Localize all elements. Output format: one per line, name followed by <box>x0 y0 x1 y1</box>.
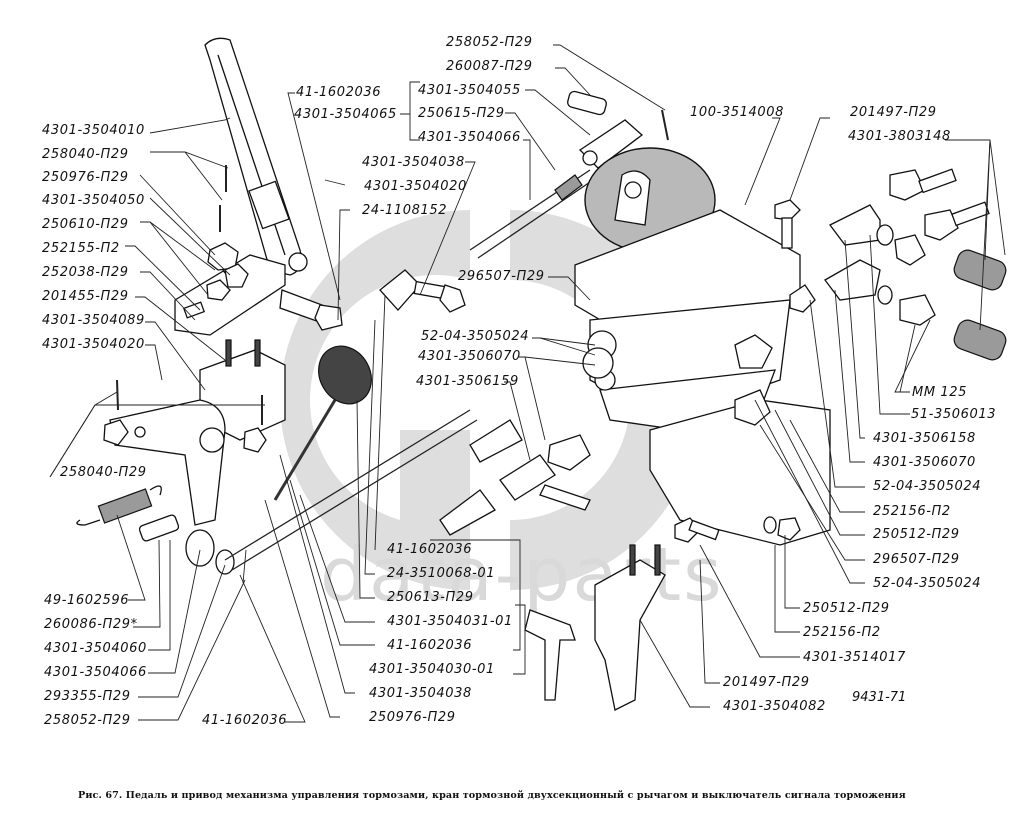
part-label: 250613-П29 <box>387 590 474 605</box>
part-label: 250976-П29 <box>369 710 456 725</box>
upper-clevis <box>567 90 644 169</box>
part-label: 293355-П29 <box>44 689 131 704</box>
part-label: 4301-3506070 <box>873 455 976 470</box>
part-label: 250610-П29 <box>42 217 129 232</box>
part-label: 4301-3504030-01 <box>369 662 495 677</box>
part-label: 4301-3803148 <box>848 129 951 144</box>
part-label: 4301-3504066 <box>418 130 521 145</box>
pedal-bracket <box>174 254 286 336</box>
part-label: 4301-3504089 <box>42 313 145 328</box>
part-label: 258040-П29 <box>42 147 129 162</box>
figure-caption: Рис. 67. Педаль и привод механизма управ… <box>78 790 906 801</box>
part-label: 52-04-3505024 <box>421 329 530 344</box>
part-label: 252155-П2 <box>42 241 120 256</box>
part-label: 41-1602036 <box>296 85 382 100</box>
part-label: 4301-3504031-01 <box>387 614 513 629</box>
part-label: 4301-3504020 <box>364 179 467 194</box>
part-label: 252156-П2 <box>803 625 881 640</box>
switch-bracket <box>524 516 801 711</box>
mount-bolt <box>774 199 801 249</box>
part-label: 201497-П29 <box>723 675 810 690</box>
part-label: 201455-П29 <box>42 289 129 304</box>
part-label: 52-04-3505024 <box>873 479 982 494</box>
part-label: 201497-П29 <box>850 105 937 120</box>
part-label: 4301-3506070 <box>418 349 521 364</box>
part-label: 4301-3504060 <box>44 641 147 656</box>
part-label: 258052-П29 <box>446 35 533 50</box>
part-label: 250512-П29 <box>803 601 890 616</box>
ball-joint <box>379 269 466 313</box>
dust-boot <box>318 345 372 405</box>
part-label: 4301-3506159 <box>416 374 519 389</box>
part-label: 296507-П29 <box>458 269 545 284</box>
part-label: 4301-3504038 <box>362 155 465 170</box>
part-label: 250976-П29 <box>42 170 129 185</box>
part-label: 52-04-3505024 <box>873 576 982 591</box>
leader-lines <box>49 44 1006 723</box>
part-label: 4301-3514017 <box>803 650 906 665</box>
part-label: 296507-П29 <box>873 552 960 567</box>
part-label: 260087-П29 <box>446 59 533 74</box>
part-label: 41-1602036 <box>387 542 473 557</box>
part-label: 250512-П29 <box>873 527 960 542</box>
part-label: 4301-3504020 <box>42 337 145 352</box>
fittings-right <box>734 168 1007 426</box>
push-rods <box>224 169 597 571</box>
part-label: 24-3510068-01 <box>387 566 496 581</box>
drawing-code: 9431-71 <box>852 690 907 705</box>
bolt <box>279 289 343 331</box>
part-label: 4301-3504050 <box>42 193 145 208</box>
part-label: 260086-П29* <box>44 617 138 632</box>
nuts <box>206 242 249 301</box>
part-label: 41-1602036 <box>387 638 473 653</box>
part-label: 24-1108152 <box>362 203 448 218</box>
clevis-pin <box>138 514 247 584</box>
part-label: 4301-3504065 <box>294 107 397 122</box>
part-label: 49-1602596 <box>44 593 130 608</box>
part-label: 41-1602036 <box>202 713 288 728</box>
part-label: MM 125 <box>912 385 967 400</box>
part-label: 258040-П29 <box>60 465 147 480</box>
part-label: 4301-3506158 <box>873 431 976 446</box>
part-label: 4301-3504010 <box>42 123 145 138</box>
lever-arm <box>103 399 267 526</box>
part-label: 4301-3504066 <box>44 665 147 680</box>
fittings-center <box>439 347 614 536</box>
return-spring <box>76 485 162 526</box>
part-label: 4301-3504055 <box>418 83 521 98</box>
part-label: 4301-3504038 <box>369 686 472 701</box>
part-label: 100-3514008 <box>690 105 785 120</box>
part-label: 51-3506013 <box>911 407 997 422</box>
part-label: 252156-П2 <box>873 504 951 519</box>
part-label: 250615-П29 <box>418 106 505 121</box>
brake-valve <box>574 147 831 546</box>
part-label: 252038-П29 <box>42 265 129 280</box>
brake-pedal <box>204 37 308 276</box>
part-label: 4301-3504082 <box>723 699 826 714</box>
part-label: 258052-П29 <box>44 713 131 728</box>
